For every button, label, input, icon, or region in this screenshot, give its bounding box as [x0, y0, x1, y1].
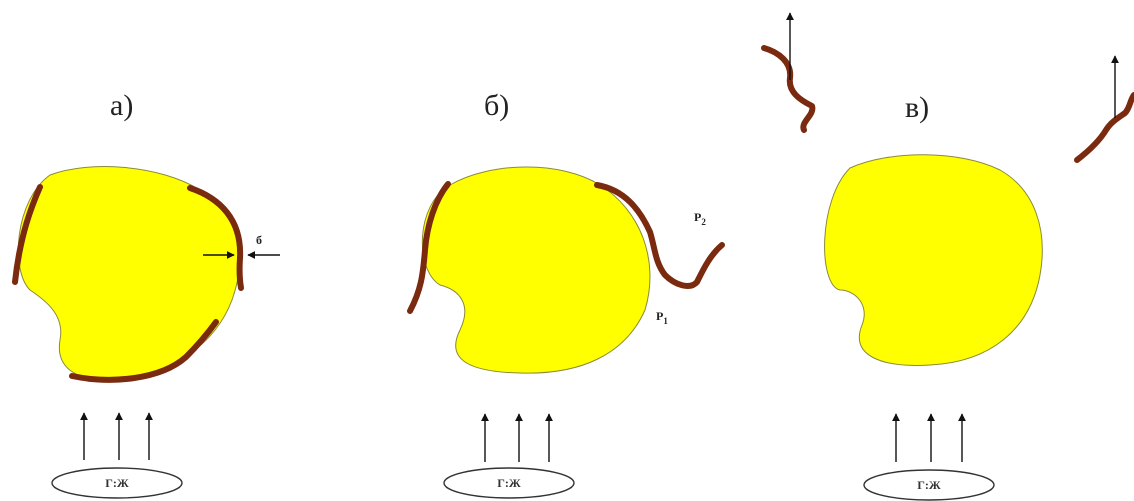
panel-b: б) P2 P1 Г:Ж — [407, 89, 725, 499]
source-a: Г:Ж — [51, 412, 183, 499]
film-right-b — [594, 182, 725, 289]
p2-label: P2 — [694, 210, 706, 227]
particle-b — [421, 166, 651, 374]
detached-film-left — [761, 12, 816, 133]
panel-b-label: б) — [484, 89, 509, 122]
gas-liquid-oval-b — [443, 467, 575, 499]
film-fragment-right — [1074, 92, 1134, 163]
film-bottom-a — [69, 319, 219, 383]
thickness-label: б — [256, 233, 262, 247]
source-c: Г:Ж — [863, 413, 995, 501]
source-b: Г:Ж — [443, 413, 575, 499]
gas-liquid-label-b: Г:Ж — [497, 476, 521, 490]
film-right-a — [187, 185, 244, 291]
film-left-a — [12, 184, 43, 285]
gas-liquid-label-c: Г:Ж — [917, 478, 941, 492]
film-left-b — [407, 181, 451, 314]
panel-c: в) Г:Ж — [761, 12, 1134, 501]
gas-liquid-oval-c — [863, 469, 995, 501]
film-fragment-left — [761, 45, 816, 133]
gas-liquid-oval-a — [51, 467, 183, 499]
panel-a-label: а) — [110, 89, 133, 122]
particle-c — [824, 154, 1043, 366]
panel-c-label: в) — [905, 91, 929, 124]
p1-label: P1 — [656, 309, 668, 326]
thickness-indicator: б — [203, 233, 280, 259]
detached-film-right — [1074, 55, 1134, 163]
gas-liquid-label-a: Г:Ж — [105, 476, 129, 490]
panel-a: а) б Г:Ж — [12, 89, 280, 499]
